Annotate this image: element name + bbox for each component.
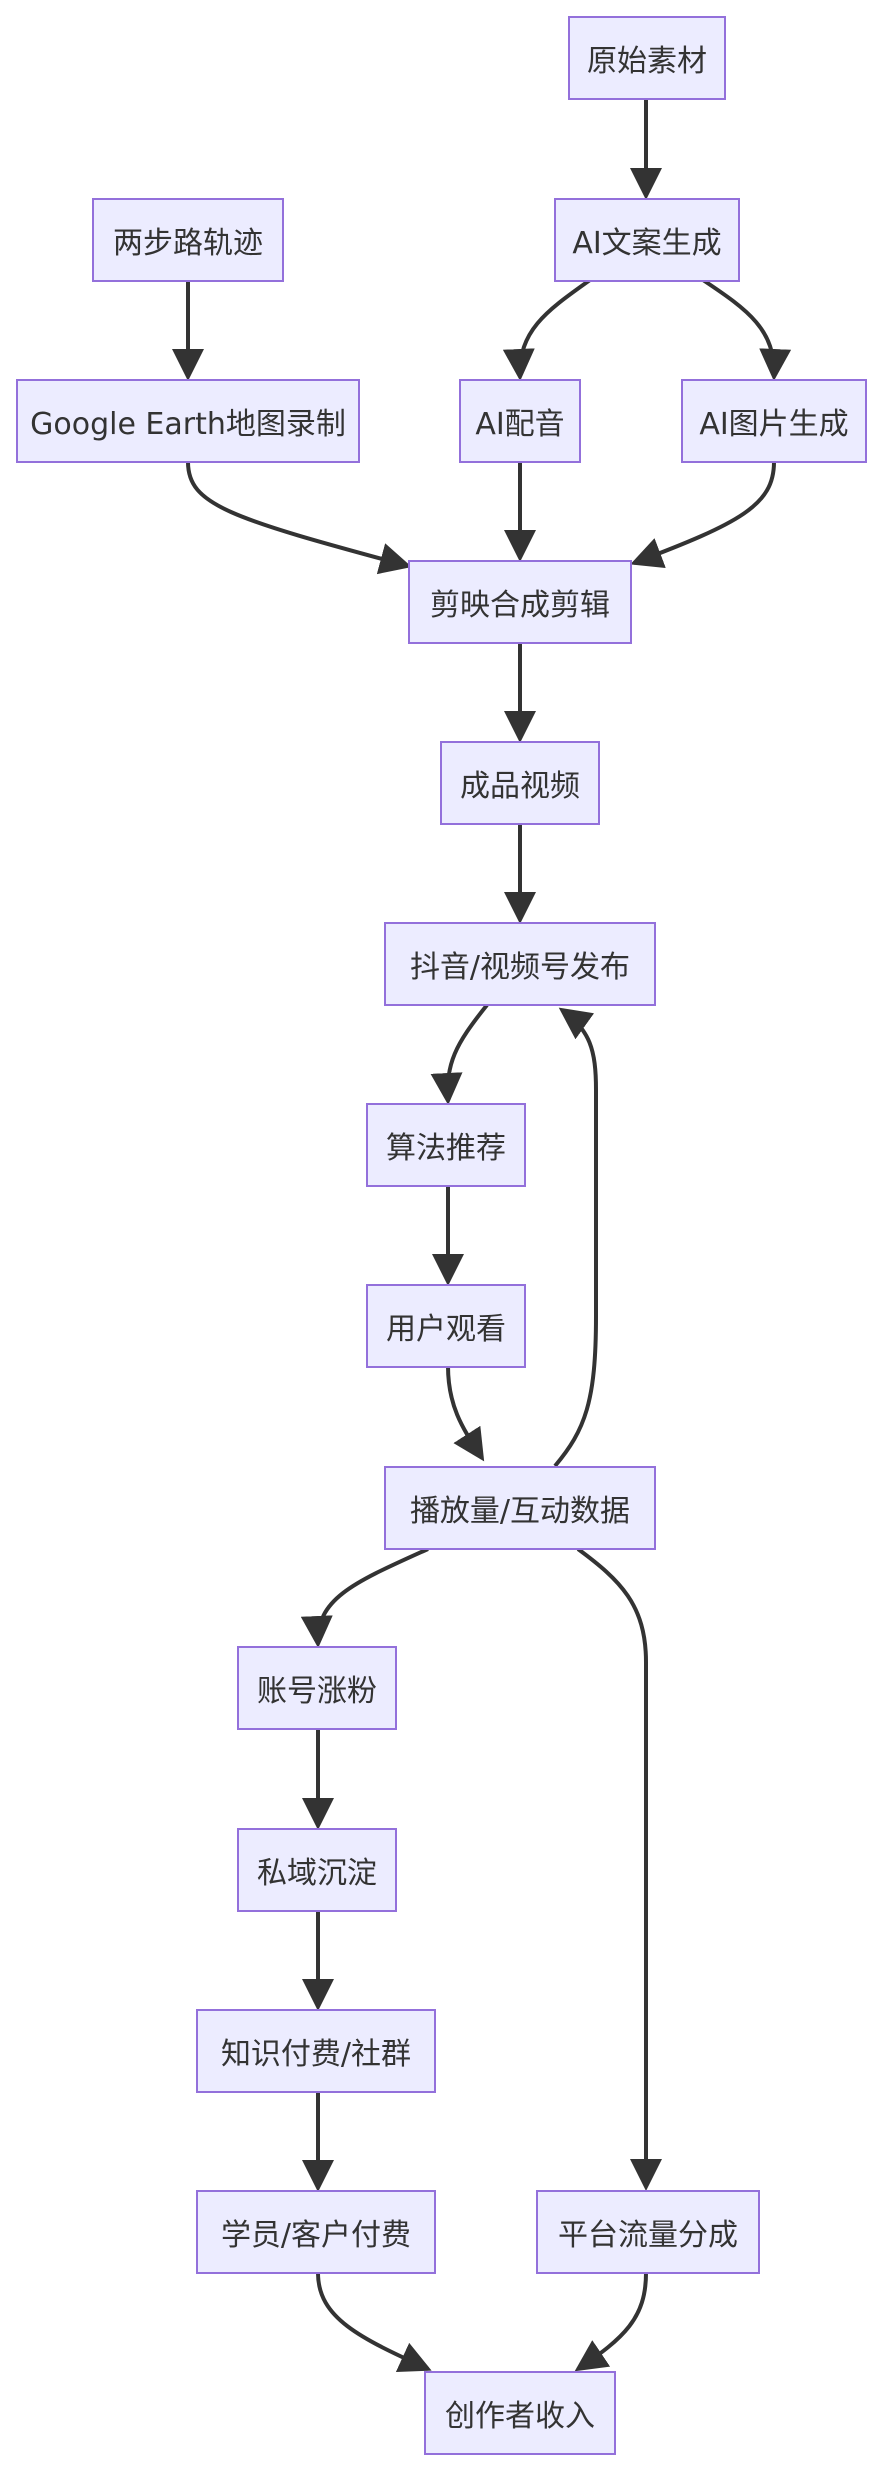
node-ai-copywriting: AI文案生成 [554, 198, 740, 282]
node-follower-growth: 账号涨粉 [237, 1646, 397, 1730]
edge-earth-to-capcut [186, 461, 412, 575]
edge-copy-to-image [701, 278, 792, 381]
node-private-domain: 私域沉淀 [237, 1828, 397, 1912]
node-metrics: 播放量/互动数据 [384, 1466, 656, 1550]
edge-metrics-to-followers [300, 1547, 429, 1648]
edge-view-to-metrics [446, 1365, 485, 1462]
node-finished-video: 成品视频 [440, 741, 600, 825]
node-ai-voiceover: AI配音 [459, 379, 581, 463]
node-google-earth: Google Earth地图录制 [16, 379, 360, 463]
node-algorithm: 算法推荐 [366, 1103, 526, 1187]
edge-student-to-income [316, 2272, 432, 2372]
edge-platform-to-income [574, 2272, 648, 2372]
edge-image-to-capcut [630, 461, 776, 569]
node-raw-material: 原始素材 [568, 16, 726, 100]
node-ai-image: AI图片生成 [681, 379, 867, 463]
node-student-payment: 学员/客户付费 [196, 2190, 436, 2274]
node-capcut-edit: 剪映合成剪辑 [408, 560, 632, 644]
node-two-step-route: 两步路轨迹 [92, 198, 284, 282]
node-platform-share: 平台流量分成 [536, 2190, 760, 2274]
edge-metrics-to-platform [576, 1547, 662, 2191]
edge-metrics-to-publish [553, 1007, 598, 1468]
edge-copy-to-voice [502, 278, 592, 381]
edge-publish-to-algorithm [430, 1003, 489, 1105]
node-publish: 抖音/视频号发布 [384, 922, 656, 1006]
node-user-view: 用户观看 [366, 1284, 526, 1368]
node-knowledge-paid: 知识付费/社群 [196, 2009, 436, 2093]
node-creator-income: 创作者收入 [424, 2371, 616, 2455]
